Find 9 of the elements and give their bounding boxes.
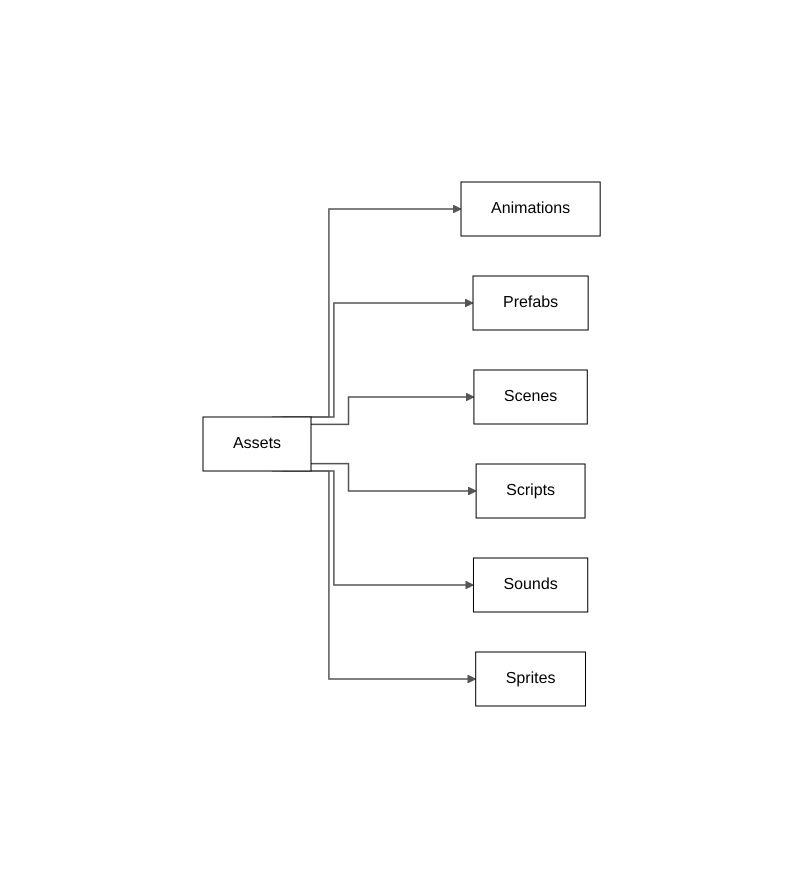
node-box: Animations xyxy=(460,182,601,236)
arrow xyxy=(310,462,476,496)
node-box: Prefabs xyxy=(472,276,589,330)
node-box: Assets xyxy=(202,416,312,472)
node-box: Scripts xyxy=(476,464,586,518)
arrow xyxy=(310,392,474,426)
node-box: Sounds xyxy=(472,558,588,612)
node-box: Scenes xyxy=(473,370,588,424)
node-box: Sprites xyxy=(475,652,586,706)
